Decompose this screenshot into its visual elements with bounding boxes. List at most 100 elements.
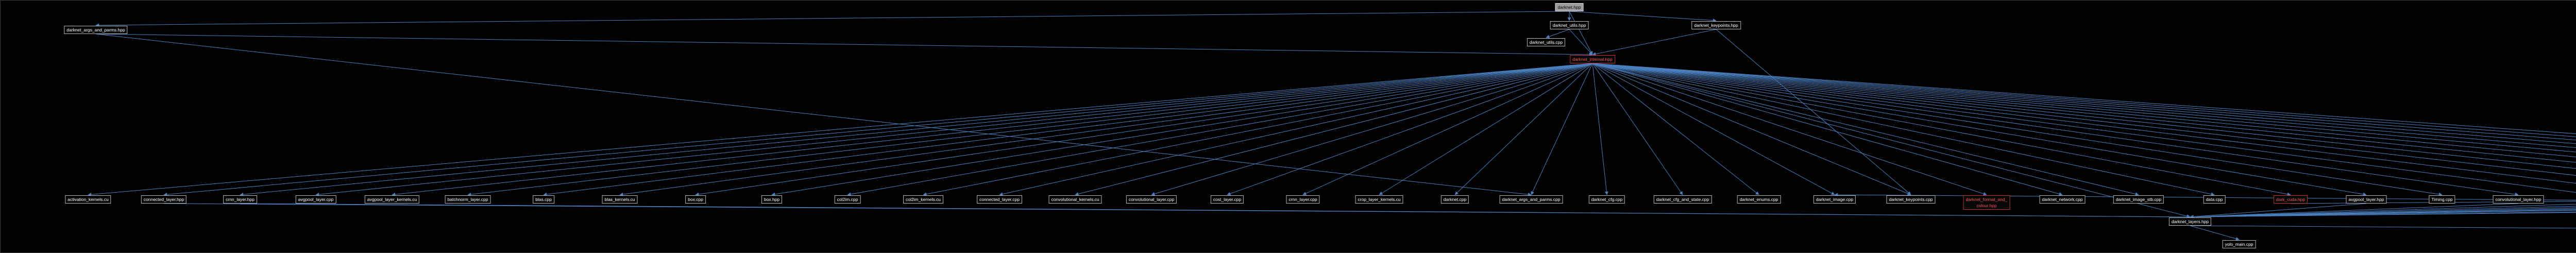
- graph-edge: [619, 63, 1593, 196]
- graph-edge: [2190, 206, 2576, 219]
- graph-edge: [1569, 11, 1593, 55]
- graph-node-r3[interactable]: avgpool_layer.cpp: [295, 195, 336, 204]
- graph-edge: [2190, 211, 2576, 219]
- graph-edge: [1592, 63, 2576, 141]
- graph-edge: [392, 63, 1593, 196]
- graph-edge: [1592, 63, 2576, 153]
- graph-edge: [1592, 63, 2576, 176]
- graph-edge: [88, 63, 1593, 196]
- graph-edge: [467, 63, 1593, 196]
- graph-edge: [1151, 63, 1593, 196]
- graph-edge: [2190, 208, 2576, 219]
- graph-edge: [95, 11, 1570, 27]
- graph-edge: [1592, 63, 1987, 196]
- graph-edge: [1592, 63, 2576, 193]
- graph-edge: [1454, 63, 1593, 195]
- graph-edge: [2190, 210, 2576, 219]
- graph-node-r6[interactable]: blas.cpp: [533, 195, 554, 204]
- graph-edge: [1592, 63, 2191, 218]
- graph-edge: [1569, 29, 1593, 55]
- graph-node-r7[interactable]: blas_kernels.cu: [602, 195, 638, 204]
- graph-node-yolo_main[interactable]: yolo_main.cpp: [2222, 240, 2256, 248]
- graph-edge: [315, 63, 1593, 196]
- graph-node-r22[interactable]: darknet_enums.cpp: [1737, 195, 1781, 204]
- graph-edge: [1227, 63, 1593, 196]
- graph-edge: [1592, 63, 2139, 196]
- graph-edge: [1592, 63, 1608, 195]
- graph-edge: [1592, 63, 2576, 144]
- graph-edge: [1592, 63, 1759, 195]
- graph-edge: [1592, 63, 2576, 158]
- graph-edge: [163, 63, 1593, 196]
- graph-node-r21[interactable]: darknet_cfg_and_state.cpp: [1653, 195, 1712, 204]
- graph-node-r8[interactable]: box.cpp: [685, 195, 706, 204]
- graph-node-r18[interactable]: darknet.cpp: [1440, 195, 1469, 204]
- graph-node-r9[interactable]: box.hpp: [761, 195, 783, 204]
- graph-node-r1[interactable]: connected_layer.hpp: [141, 195, 187, 204]
- graph-edge: [847, 63, 1593, 196]
- graph-node-internal[interactable]: darknet_internal.hpp: [1570, 55, 1615, 63]
- graph-node-r16[interactable]: crnn_layer.cpp: [1286, 195, 1320, 204]
- graph-edge: [2190, 207, 2576, 219]
- graph-node-r2[interactable]: crnn_layer.hpp: [223, 195, 257, 204]
- graph-edge: [2190, 225, 2240, 241]
- graph-node-r4[interactable]: avgpool_layer_kernels.cu: [364, 195, 420, 204]
- graph-edge: [1302, 63, 1593, 195]
- graph-edge: [1592, 63, 2576, 169]
- graph-node-r11[interactable]: col2im_kernels.cu: [903, 195, 944, 204]
- graph-node-args_hpp[interactable]: darknet_args_and_parms.hpp: [64, 26, 128, 34]
- graph-edge: [1592, 63, 2519, 196]
- graph-node-layers_hpp[interactable]: darknet_layers.hpp: [2168, 217, 2212, 226]
- graph-node-r13[interactable]: convolutional_kernels.cu: [1048, 195, 1102, 204]
- graph-node-r25[interactable]: darknet_format_and_ colour.hpp: [1963, 195, 2010, 210]
- graph-node-r14[interactable]: convolutional_layer.cpp: [1126, 195, 1177, 204]
- graph-node-r27[interactable]: darknet_image_stb.cpp: [2113, 195, 2164, 204]
- graph-edge: [1716, 29, 1911, 195]
- graph-node-r26[interactable]: darknet_network.cpp: [2039, 195, 2086, 204]
- graph-edge: [163, 203, 2191, 219]
- graph-node-r24[interactable]: darknet_keypoints.cpp: [1886, 195, 1936, 204]
- graph-edge: [2190, 203, 2367, 219]
- graph-edge: [1592, 63, 2291, 196]
- graph-edge: [1592, 63, 2576, 163]
- graph-node-r15[interactable]: cost_layer.cpp: [1210, 195, 1244, 204]
- graph-node-r28[interactable]: data.cpp: [2203, 195, 2226, 204]
- graph-node-r5[interactable]: batchnorm_layer.cpp: [445, 195, 491, 204]
- graph-edge: [1592, 63, 1911, 195]
- graph-edge: [543, 63, 1593, 196]
- graph-node-keypoints_hpp[interactable]: darknet_keypoints.hpp: [1691, 21, 1741, 29]
- graph-edge: [2190, 204, 2576, 219]
- graph-node-utils_hpp[interactable]: darknet_utils.hpp: [1550, 21, 1589, 29]
- graph-node-r20[interactable]: darknet_cfg.cpp: [1588, 195, 1625, 204]
- graph-edge: [1531, 63, 1593, 195]
- graph-node-r12[interactable]: connected_layer.cpp: [977, 195, 1022, 204]
- graph-edge: [1592, 63, 2367, 196]
- graph-edge: [2190, 209, 2576, 219]
- graph-edge: [95, 33, 1593, 57]
- graph-node-utils_cpp[interactable]: darknet_utils.cpp: [1527, 38, 1566, 46]
- graph-node-root: darknet.hpp: [1555, 3, 1584, 11]
- graph-edge: [2190, 212, 2576, 219]
- graph-node-r30[interactable]: avgpool_layer.hpp: [2346, 195, 2387, 204]
- graph-edge: [95, 33, 1532, 196]
- graph-edge: [1592, 63, 2215, 196]
- graph-node-r17[interactable]: crop_layer_kernels.cu: [1355, 195, 1403, 204]
- graph-edge: [1075, 63, 1593, 196]
- graph-edge: [1592, 63, 2063, 196]
- graph-edge: [240, 203, 2191, 219]
- graph-node-r31[interactable]: Timing.cpp: [2429, 195, 2455, 204]
- graph-edge: [1592, 63, 1683, 195]
- graph-node-r19[interactable]: darknet_args_and_parms.cpp: [1499, 195, 1563, 204]
- graph-node-r32[interactable]: convolutional_layer.hpp: [2493, 195, 2544, 204]
- graph-edge: [1592, 63, 2576, 134]
- graph-node-r29[interactable]: dark_cuda.hpp: [2273, 195, 2308, 204]
- graph-node-r10[interactable]: col2im.cpp: [834, 195, 861, 204]
- graph-edge: [1546, 29, 1570, 39]
- graph-edge: [1592, 63, 2576, 148]
- graph-node-r0[interactable]: activation_kernels.cu: [65, 195, 111, 204]
- graph-edge: [1592, 63, 2443, 196]
- graph-edge: [1592, 63, 1835, 195]
- graph-node-r23[interactable]: darknet_image.cpp: [1813, 195, 1856, 204]
- graph-edge: [1379, 63, 1593, 195]
